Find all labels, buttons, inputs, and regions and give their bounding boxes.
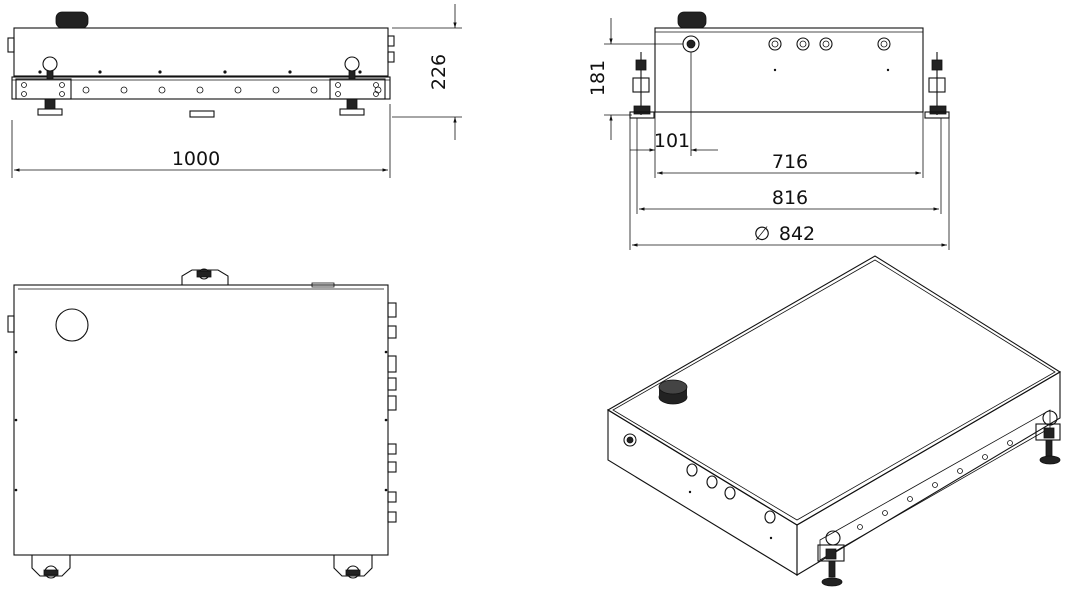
port-icon [682,35,700,53]
foot-icon [189,110,215,118]
foot-icon [339,98,365,116]
dim-181-label: 181 [587,60,609,96]
dim-842-label: 842 [779,223,815,245]
lifting-ring-icon [817,530,845,562]
lifting-ring-icon [344,56,360,80]
top-body [13,284,389,556]
port-icon [623,433,637,447]
dim-height-label: 226 [428,54,450,90]
lifting-ring-icon [42,56,58,80]
foot-icon [1039,439,1061,465]
dim-816-label: 816 [772,187,808,209]
foot-icon [37,98,63,116]
front-body [13,27,389,77]
foot-icon [333,555,373,579]
foot-icon [821,560,843,587]
isometric-view [606,255,1062,587]
iso-right-face [796,371,1061,576]
front-rail [11,76,391,100]
levelling-foot-icon [924,52,950,119]
side-body [654,27,924,113]
knob-icon [55,308,89,342]
dim-width-label: 1000 [172,148,220,170]
knob-icon [677,11,707,29]
dim-diameter-symbol: ∅ [754,223,771,245]
knob-icon [55,11,89,29]
knob-icon [658,379,688,405]
front-view: 1000 226 [7,4,462,178]
dim-101-label: 101 [654,130,690,152]
connector-icon [387,302,397,523]
dim-716-label: 716 [772,151,808,173]
foot-icon [31,555,71,579]
iso-front-face [607,409,798,576]
top-view [7,268,397,579]
side-view: 181 101 716 816 ∅ 842 [587,11,950,250]
levelling-foot-icon [629,52,655,119]
